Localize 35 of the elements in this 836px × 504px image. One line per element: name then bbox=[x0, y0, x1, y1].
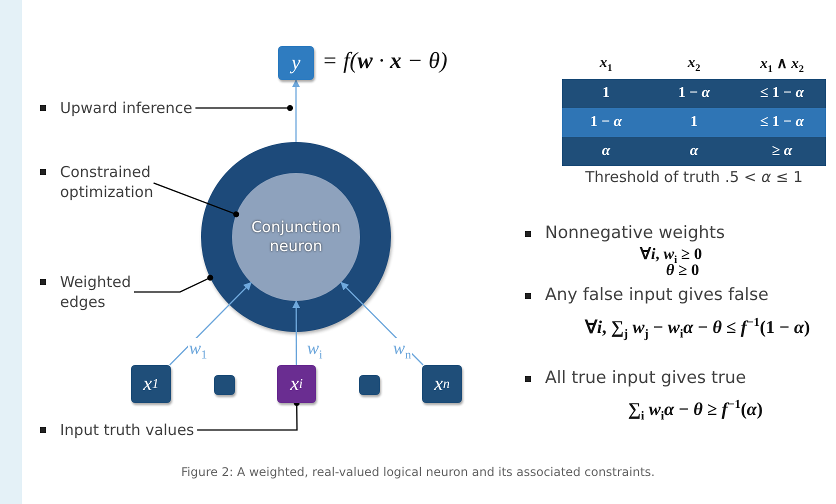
arrow bbox=[169, 282, 252, 366]
table-cell-text: ≥ α bbox=[770, 143, 794, 160]
leader-line bbox=[153, 182, 240, 218]
formula: = f(w · x − θ) bbox=[322, 48, 448, 74]
callout-text: Input truth values bbox=[60, 420, 194, 440]
table-cell-text: ≤ 1 − α bbox=[759, 85, 805, 102]
bullet-text: Nonnegative weights bbox=[545, 223, 725, 243]
table-note: Threshold of truth .5 < α ≤ 1 bbox=[584, 168, 804, 186]
table-cell-text: α bbox=[600, 143, 612, 160]
leader-line bbox=[197, 400, 300, 431]
formula: ∀i, ∑$_{j}$ w$_{j}$ − w$_{i}$α − θ ≤ f$^{−1}$(1 − α) bbox=[585, 315, 810, 342]
table-header: x$_{1}$ bbox=[598, 55, 614, 74]
leader-line bbox=[195, 105, 293, 111]
table-cell-text: 1 bbox=[601, 85, 611, 102]
callout-text: Upward inference bbox=[60, 98, 192, 118]
input-box bbox=[214, 375, 235, 395]
node-label: Conjunction neuron bbox=[250, 218, 342, 256]
leader-line bbox=[134, 274, 214, 293]
table-cell-text: 1 bbox=[689, 114, 699, 131]
table-header: x$_{2}$ bbox=[686, 55, 702, 74]
bullet-text: Any false input gives false bbox=[545, 285, 769, 305]
caption: Figure 2: A weighted, real-valued logical neuron and its associated constraints. bbox=[180, 465, 656, 479]
arrow bbox=[292, 300, 300, 365]
table-cell-text: α bbox=[688, 143, 700, 160]
callout-text: Weighted edges bbox=[60, 272, 150, 312]
table-cell-text: 1 − α bbox=[589, 114, 623, 131]
output-box: y bbox=[278, 46, 314, 80]
table-header: x$_{1}$ ∧ x$_{2}$ bbox=[759, 55, 805, 75]
input-box bbox=[359, 375, 380, 395]
formula: ∑$_{i}$ w$_{i}$α − θ ≥ f$^{−1}$(α) bbox=[628, 397, 763, 424]
bullet-text: All true input gives true bbox=[545, 368, 746, 388]
callout-text: Constrained optimization bbox=[60, 162, 170, 202]
table-cell-text: ≤ 1 − α bbox=[759, 114, 805, 131]
table-cell-text: 1 − α bbox=[677, 85, 711, 102]
arrow bbox=[292, 79, 300, 142]
